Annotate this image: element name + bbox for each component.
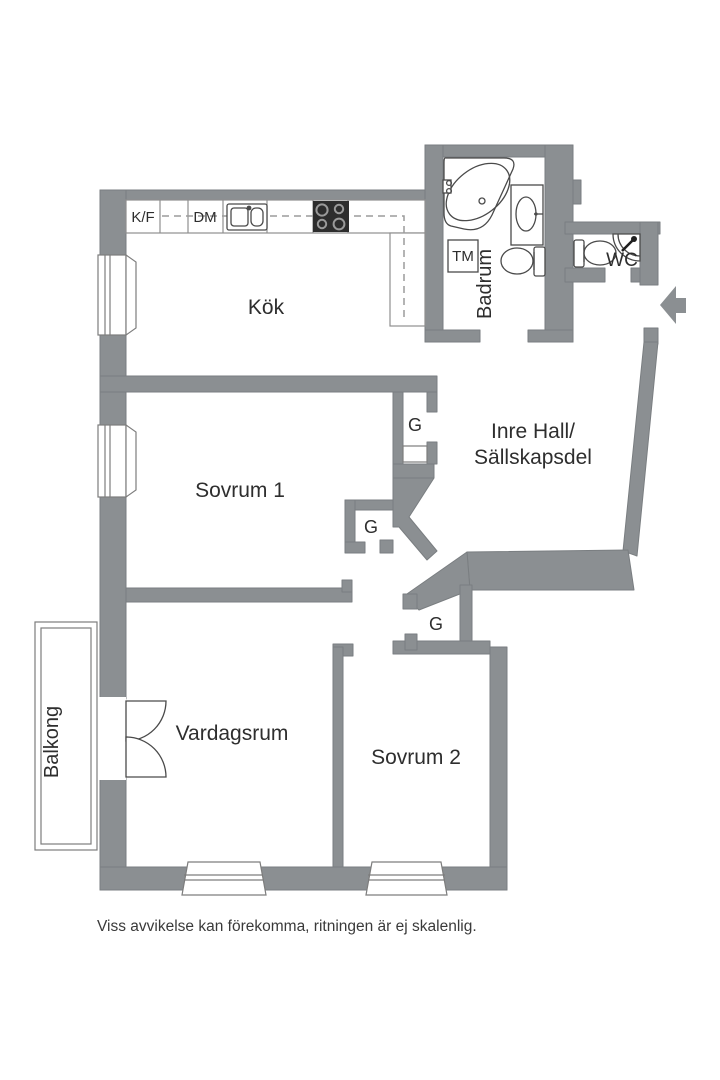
wall-sovrum1-right <box>392 391 404 465</box>
room-label-kok: Kök <box>248 296 285 319</box>
wall-g1-bottom <box>392 463 435 479</box>
room-label-vardagsrum: Vardagsrum <box>176 722 289 745</box>
wall-g1-bottom-jamb <box>426 441 438 465</box>
wall-kok-sovrum1 <box>99 375 438 393</box>
bathroom-toilet-icon <box>500 246 546 277</box>
labels: Kök Sovrum 1 Vardagsrum Sovrum 2 Inre Ha… <box>41 209 638 778</box>
kitchen-counter <box>125 199 426 327</box>
room-label-badrum: Badrum <box>474 249 496 319</box>
wall-bath-south-left-jamb <box>424 329 481 343</box>
wall-sovrum1-bottom-stub <box>341 579 353 593</box>
closet-label-g2: G <box>364 517 378 537</box>
kitchen-sink-icon <box>226 203 268 231</box>
wall-g2-right-jamb <box>379 539 394 554</box>
wall-bath-east <box>544 144 574 343</box>
wall-g1-top-jamb <box>426 391 438 413</box>
bathroom-fixtures <box>442 157 546 277</box>
bedroom2-window <box>365 861 448 896</box>
windows-and-doors <box>97 253 686 896</box>
bathroom-sink-icon <box>510 184 544 246</box>
wall-g2-left <box>344 499 356 549</box>
room-label-sovrum2: Sovrum 2 <box>371 746 461 769</box>
stove-icon <box>313 201 349 232</box>
wall-right-diagonal <box>622 341 659 557</box>
wall-bath-east-bump <box>572 179 582 205</box>
fixture-label-dm: DM <box>193 209 216 226</box>
wall-bath-west <box>424 144 444 343</box>
balcony-door <box>99 697 167 780</box>
wall-wc-bottom <box>564 267 606 283</box>
closet-label-g3: G <box>429 614 443 634</box>
room-label-hall-line1: Inre Hall/ <box>491 420 575 443</box>
wc-corner-sink-icon <box>612 233 641 262</box>
closet-label-g1: G <box>408 415 422 435</box>
disclaimer-text: Viss avvikelse kan förekomma, ritningen … <box>97 918 477 935</box>
wall-left-c <box>99 494 127 700</box>
wall-g2-foot <box>344 541 366 554</box>
counter-side-run <box>389 232 426 327</box>
wall-vardagsrum-sovrum2 <box>332 646 344 870</box>
fixture-label-kf: K/F <box>131 209 154 226</box>
wc-toilet-icon <box>573 239 617 268</box>
fixture-label-tm: TM <box>452 248 474 265</box>
wall-wedge-block <box>392 477 438 561</box>
closet-g1-shelf <box>402 445 428 463</box>
room-label-wc: WC <box>606 250 638 271</box>
balcony <box>34 621 98 851</box>
wall-hall-diagonal-foot <box>402 593 418 610</box>
wall-right-upper <box>639 221 659 286</box>
wall-sovrum2-right <box>489 646 508 891</box>
wall-left-a <box>99 189 127 258</box>
wall-sovrum1-bottom <box>125 587 353 603</box>
entry-arrow-icon <box>660 286 686 324</box>
wc-fixtures <box>573 233 641 268</box>
wall-hall-bottom <box>466 549 635 591</box>
room-label-sovrum1: Sovrum 1 <box>195 479 285 502</box>
wall-g3-left-jamb <box>404 633 418 651</box>
bedroom1-window <box>97 423 137 499</box>
washing-machine-box <box>447 239 479 273</box>
kitchen-window <box>97 253 137 337</box>
wall-hall-bottom-diagonal <box>403 551 471 611</box>
upper-cabinet-dashed-line <box>162 215 405 318</box>
living-room-window <box>181 861 267 896</box>
wall-bath-south-right-jamb <box>527 329 574 343</box>
room-label-hall-line2: Sällskapsdel <box>474 446 592 469</box>
room-label-balkong: Balkong <box>41 706 63 778</box>
